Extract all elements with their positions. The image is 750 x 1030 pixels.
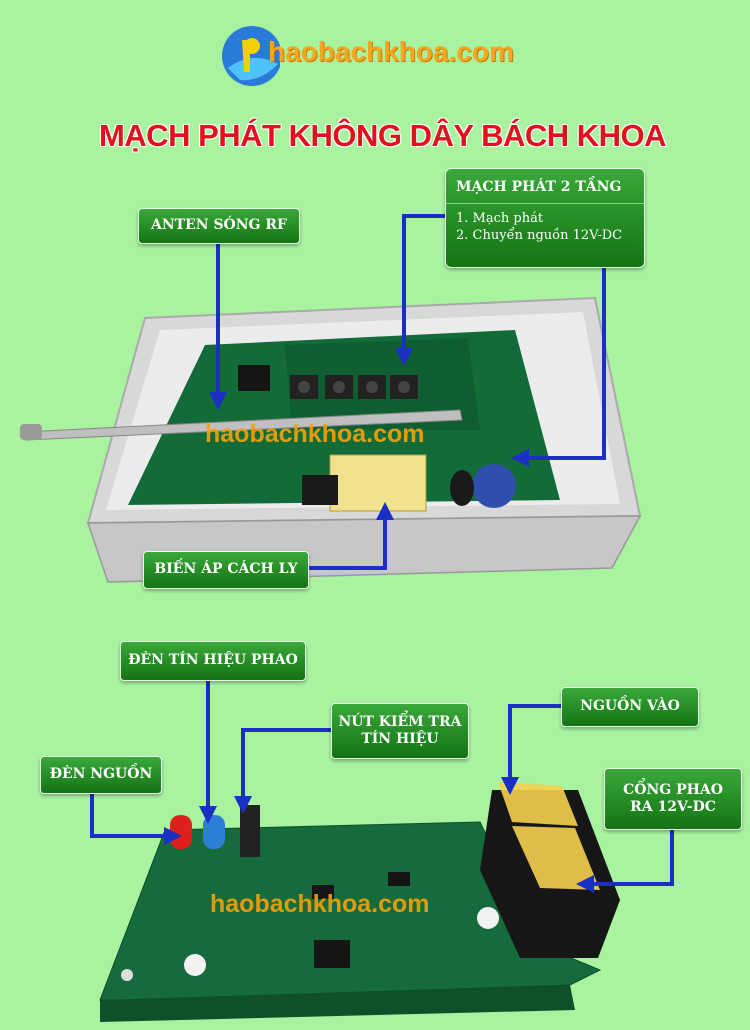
arrow-heads xyxy=(164,348,594,893)
label-mach-phat-item-1: 1. Mạch phát xyxy=(456,211,544,226)
label-anten: ANTEN SÓNG RF xyxy=(138,208,300,244)
page-title: MẠCH PHÁT KHÔNG DÂY BÁCH KHOA xyxy=(98,118,667,153)
terminal-blocks xyxy=(480,782,620,958)
label-cong-phao: CỔNG PHAO RA 12V-DC xyxy=(604,768,742,830)
led-blue xyxy=(203,815,225,849)
label-mach-phat-title: MẠCH PHÁT 2 TẦNG xyxy=(446,169,644,204)
label-nguon-vao: NGUỒN VÀO xyxy=(561,687,699,727)
antenna xyxy=(20,409,463,441)
logo-icon xyxy=(222,26,282,86)
label-nut-kiem-tra-line1: NÚT KIỂM TRA xyxy=(338,713,462,730)
label-cong-phao-line1: CỔNG PHAO xyxy=(623,781,723,798)
callout-arrows xyxy=(90,214,674,886)
brand-name: haobachkhoa.com xyxy=(268,36,514,67)
label-bien-ap: BIẾN ÁP CÁCH LY xyxy=(143,551,309,589)
watermark-bottom: haobachkhoa.com xyxy=(210,890,430,918)
led-red xyxy=(170,815,192,849)
label-nut-kiem-tra-line2: TÍN HIỆU xyxy=(361,731,439,747)
pcb-photo xyxy=(99,782,620,1022)
watermark-top: haobachkhoa.com xyxy=(205,420,425,448)
label-mach-phat: MẠCH PHÁT 2 TẦNG 1. Mạch phát 2. Chuyển … xyxy=(445,168,645,268)
enclosure-photo xyxy=(20,296,642,583)
label-den-tin-hieu: ĐÈN TÍN HIỆU PHAO xyxy=(120,641,306,681)
label-cong-phao-line2: RA 12V-DC xyxy=(630,799,716,815)
label-nut-kiem-tra: NÚT KIỂM TRA TÍN HIỆU xyxy=(331,703,469,759)
label-mach-phat-item-2: 2. Chuyển nguồn 12V-DC xyxy=(456,228,623,243)
brand-header: haobachkhoa.com xyxy=(220,20,540,90)
label-den-nguon: ĐÈN NGUỒN xyxy=(40,756,162,794)
